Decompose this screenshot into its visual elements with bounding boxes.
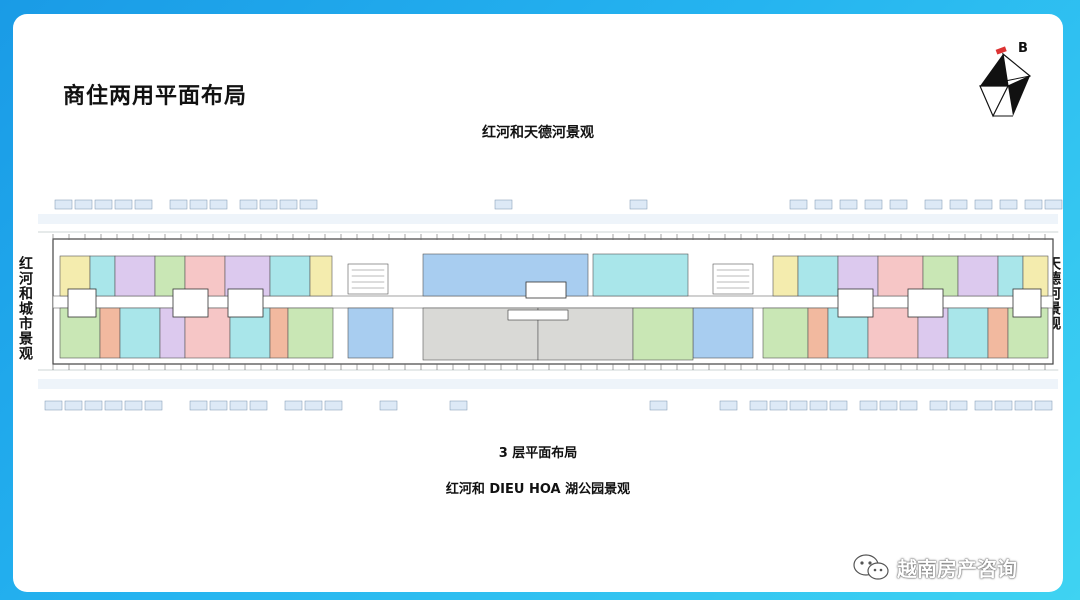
unit-tag: [809, 400, 828, 411]
unit-tag: [749, 400, 768, 411]
unit-tag: [229, 400, 248, 411]
unit-tag: [859, 400, 878, 411]
compass-icon: B: [979, 41, 1032, 118]
unit-tag: [839, 199, 858, 210]
unit-tag: [814, 199, 833, 210]
unit-tag: [649, 400, 668, 411]
unit-tag: [999, 199, 1018, 210]
unit-tag: [74, 199, 93, 210]
compass-letter: B: [1018, 41, 1028, 56]
wechat-icon: [853, 554, 889, 580]
view-label-top: 红河和天德河景观: [482, 125, 594, 141]
unit-tag: [974, 400, 993, 411]
unit-tag: [899, 400, 918, 411]
view-label-left: 红河和城市景观: [17, 256, 33, 361]
unit-tag: [494, 199, 513, 210]
unit-tag: [879, 400, 898, 411]
unit-tag: [1014, 400, 1033, 411]
unit-tag: [124, 400, 143, 411]
unit-tag: [284, 400, 303, 411]
unit-tag: [54, 199, 73, 210]
unit-tag: [114, 199, 133, 210]
unit-tag: [144, 400, 163, 411]
unit-tag: [974, 199, 993, 210]
unit-tag: [259, 199, 278, 210]
unit-tag: [44, 400, 63, 411]
unit-tag: [449, 400, 468, 411]
unit-tag: [209, 400, 228, 411]
floor-plan: [38, 199, 1063, 411]
unit-tag: [719, 400, 738, 411]
unit-tag: [629, 199, 648, 210]
unit-tag: [1044, 199, 1063, 210]
unit-tag: [864, 199, 883, 210]
watermark-text: 越南房产咨询: [897, 556, 1017, 581]
unit-tag: [1024, 199, 1043, 210]
unit-tag: [279, 199, 298, 210]
floor-plan-caption: 3 层平面布局: [498, 446, 578, 461]
unit-tag: [239, 199, 258, 210]
unit-tag: [189, 400, 208, 411]
unit-tag: [924, 199, 943, 210]
unit-tag: [1034, 400, 1053, 411]
slide-card: 商住两用平面布局 红河和天德河景观 红河和城市景观 天德河景观 3 层平面布局 …: [13, 14, 1063, 592]
unit-tag: [84, 400, 103, 411]
unit-tag: [789, 199, 808, 210]
unit-tag: [169, 199, 188, 210]
unit-tag: [104, 400, 123, 411]
unit-tag: [789, 400, 808, 411]
unit-tag: [134, 199, 153, 210]
unit-tag: [829, 400, 848, 411]
unit-tag: [304, 400, 323, 411]
unit-tag: [769, 400, 788, 411]
unit-tag: [379, 400, 398, 411]
unit-tag: [299, 199, 318, 210]
unit-tag: [994, 400, 1013, 411]
unit-tag: [949, 199, 968, 210]
unit-tag: [64, 400, 83, 411]
unit-tag: [889, 199, 908, 210]
unit-tag: [949, 400, 968, 411]
unit-tag: [929, 400, 948, 411]
view-label-bottom: 红河和 DIEU HOA 湖公园景观: [445, 482, 631, 497]
page-title: 商住两用平面布局: [63, 84, 248, 109]
unit-tag: [94, 199, 113, 210]
watermark: 越南房产咨询: [851, 552, 1017, 582]
unit-tag: [209, 199, 228, 210]
unit-tag: [324, 400, 343, 411]
unit-tag: [189, 199, 208, 210]
unit-tag: [249, 400, 268, 411]
